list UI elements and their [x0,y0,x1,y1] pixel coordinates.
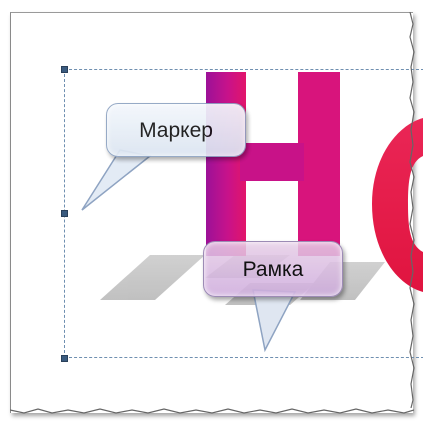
marker-callout-label: Маркер [139,118,213,142]
torn-edge-bottom [10,408,414,414]
resize-handle-middle-left[interactable] [61,210,68,217]
frame-callout-label: Рамка [242,257,304,281]
resize-handle-bottom-left[interactable] [61,355,68,362]
frame-callout: Рамка [203,241,343,297]
resize-handle-top-left[interactable] [61,66,68,73]
torn-edge-right [409,12,415,408]
letter-h [206,72,340,256]
marker-callout: Маркер [106,103,246,157]
